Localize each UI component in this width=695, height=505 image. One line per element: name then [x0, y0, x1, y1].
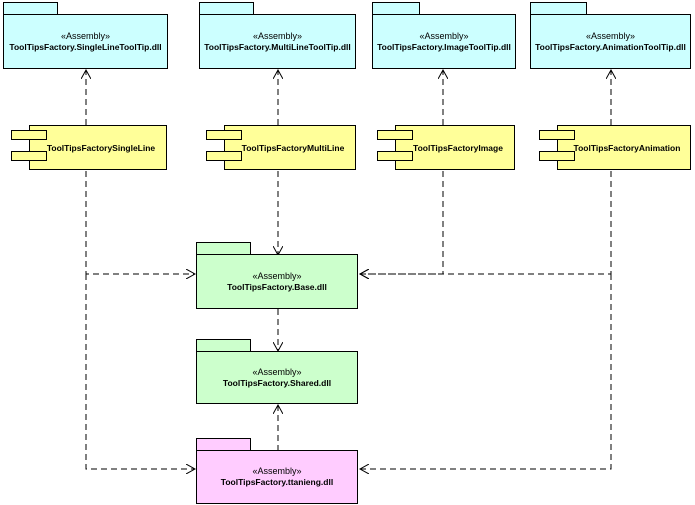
component-label: ToolTipsFactoryImage	[395, 125, 515, 170]
assembly-name: ToolTipsFactory.MultiLineToolTip.dll	[204, 41, 351, 52]
component-label: ToolTipsFactoryAnimation	[557, 125, 691, 170]
stereotype-label: «Assembly»	[60, 30, 111, 41]
component-label: ToolTipsFactorySingleLine	[29, 125, 167, 170]
dep-singleline-to-base	[85, 171, 195, 274]
component-port-icon	[206, 130, 242, 140]
component-animation[interactable]: ToolTipsFactoryAnimation	[539, 125, 691, 170]
assembly-name: ToolTipsFactory.Base.dll	[227, 281, 327, 292]
component-port-icon	[11, 151, 47, 161]
assembly-name: ToolTipsFactory.AnimationToolTip.dll	[535, 41, 686, 52]
assembly-ttanieng[interactable]: «Assembly» ToolTipsFactory.ttanieng.dll	[196, 438, 358, 504]
dep-singleline-to-ttanieng	[85, 274, 195, 469]
component-multiline[interactable]: ToolTipsFactoryMultiLine	[206, 125, 356, 170]
package-body: «Assembly» ToolTipsFactory.SingleLineToo…	[3, 14, 168, 69]
component-port-icon	[377, 151, 413, 161]
assembly-animation[interactable]: «Assembly» ToolTipsFactory.AnimationTool…	[530, 2, 691, 69]
dep-image-to-base	[360, 171, 444, 274]
assembly-multiline[interactable]: «Assembly» ToolTipsFactory.MultiLineTool…	[199, 2, 356, 69]
package-body: «Assembly» ToolTipsFactory.ImageToolTip.…	[372, 14, 516, 69]
assembly-shared[interactable]: «Assembly» ToolTipsFactory.Shared.dll	[196, 339, 358, 404]
stereotype-label: «Assembly»	[419, 30, 469, 41]
component-label: ToolTipsFactoryMultiLine	[224, 125, 356, 170]
assembly-name: ToolTipsFactory.Shared.dll	[222, 377, 332, 388]
package-body: «Assembly» ToolTipsFactory.AnimationTool…	[530, 14, 691, 69]
assembly-name: ToolTipsFactory.SingleLineToolTip.dll	[9, 41, 162, 52]
stereotype-label: «Assembly»	[252, 366, 302, 377]
stereotype-label: «Assembly»	[252, 270, 302, 281]
dep-animation-to-base	[360, 171, 612, 274]
assembly-name: ToolTipsFactory.ttanieng.dll	[220, 477, 334, 487]
component-port-icon	[206, 151, 242, 161]
component-port-icon	[11, 130, 47, 140]
assembly-base[interactable]: «Assembly» ToolTipsFactory.Base.dll	[196, 242, 358, 309]
component-port-icon	[377, 130, 413, 140]
dep-animation-to-ttanieng	[360, 274, 612, 469]
assembly-singleline[interactable]: «Assembly» ToolTipsFactory.SingleLineToo…	[3, 2, 168, 69]
component-port-icon	[539, 151, 575, 161]
component-singleline[interactable]: ToolTipsFactorySingleLine	[11, 125, 167, 170]
package-body: «Assembly» ToolTipsFactory.MultiLineTool…	[199, 14, 356, 69]
package-body: «Assembly» ToolTipsFactory.Base.dll	[196, 254, 358, 309]
stereotype-label: «Assembly»	[252, 466, 302, 476]
stereotype-label: «Assembly»	[252, 30, 303, 41]
component-image[interactable]: ToolTipsFactoryImage	[377, 125, 515, 170]
component-port-icon	[539, 130, 575, 140]
package-body: «Assembly» ToolTipsFactory.Shared.dll	[196, 351, 358, 404]
stereotype-label: «Assembly»	[585, 30, 636, 41]
assembly-image[interactable]: «Assembly» ToolTipsFactory.ImageToolTip.…	[372, 2, 516, 69]
assembly-name: ToolTipsFactory.ImageToolTip.dll	[377, 41, 511, 52]
package-body: «Assembly» ToolTipsFactory.ttanieng.dll	[196, 450, 358, 504]
